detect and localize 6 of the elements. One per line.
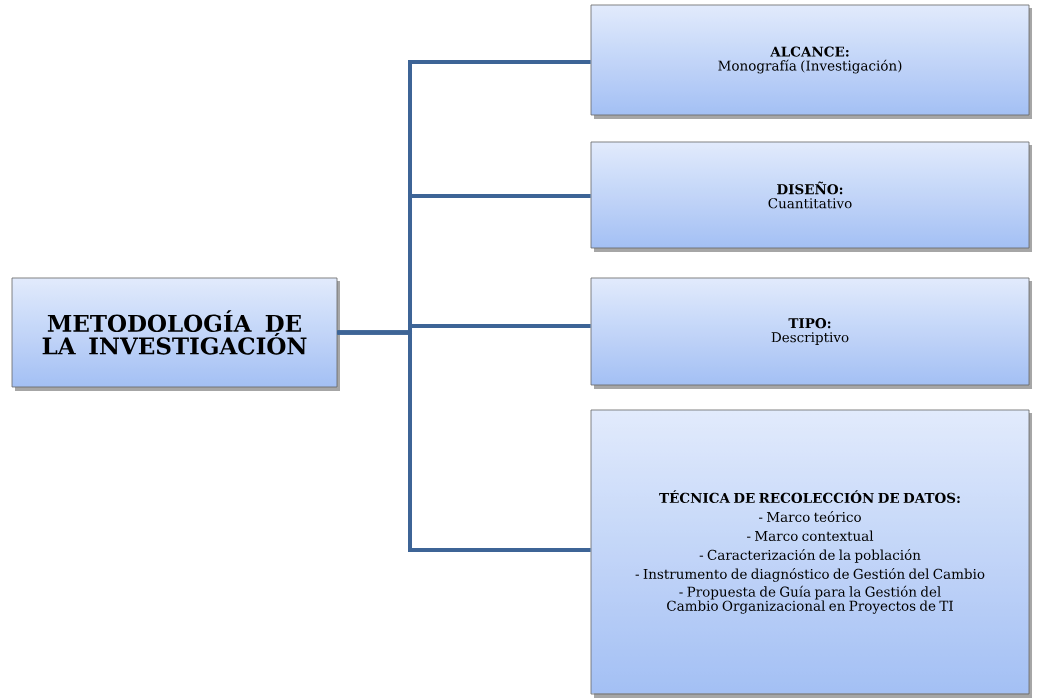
info-box: ALCANCE: Monografía (Investigación) [590,4,1032,119]
info-box: DISEÑO: Cuantitativo [590,141,1032,252]
info-box: TIPO: Descriptivo [590,277,1032,389]
title-box: METODOLOGÍA DE LA INVESTIGACIÓN [11,277,340,391]
info-box: TÉCNICA DE RECOLECCIÓN DE DATOS: - Marco teórico - Marco contextual - Caracterización de la población - Instrumento de diagnóstico de Gestión del Cambio - Propuesta de Guía para la Gestión del Cambio Organizacional en Proyectos de TI [590,409,1032,698]
connector-line [337,330,591,552]
